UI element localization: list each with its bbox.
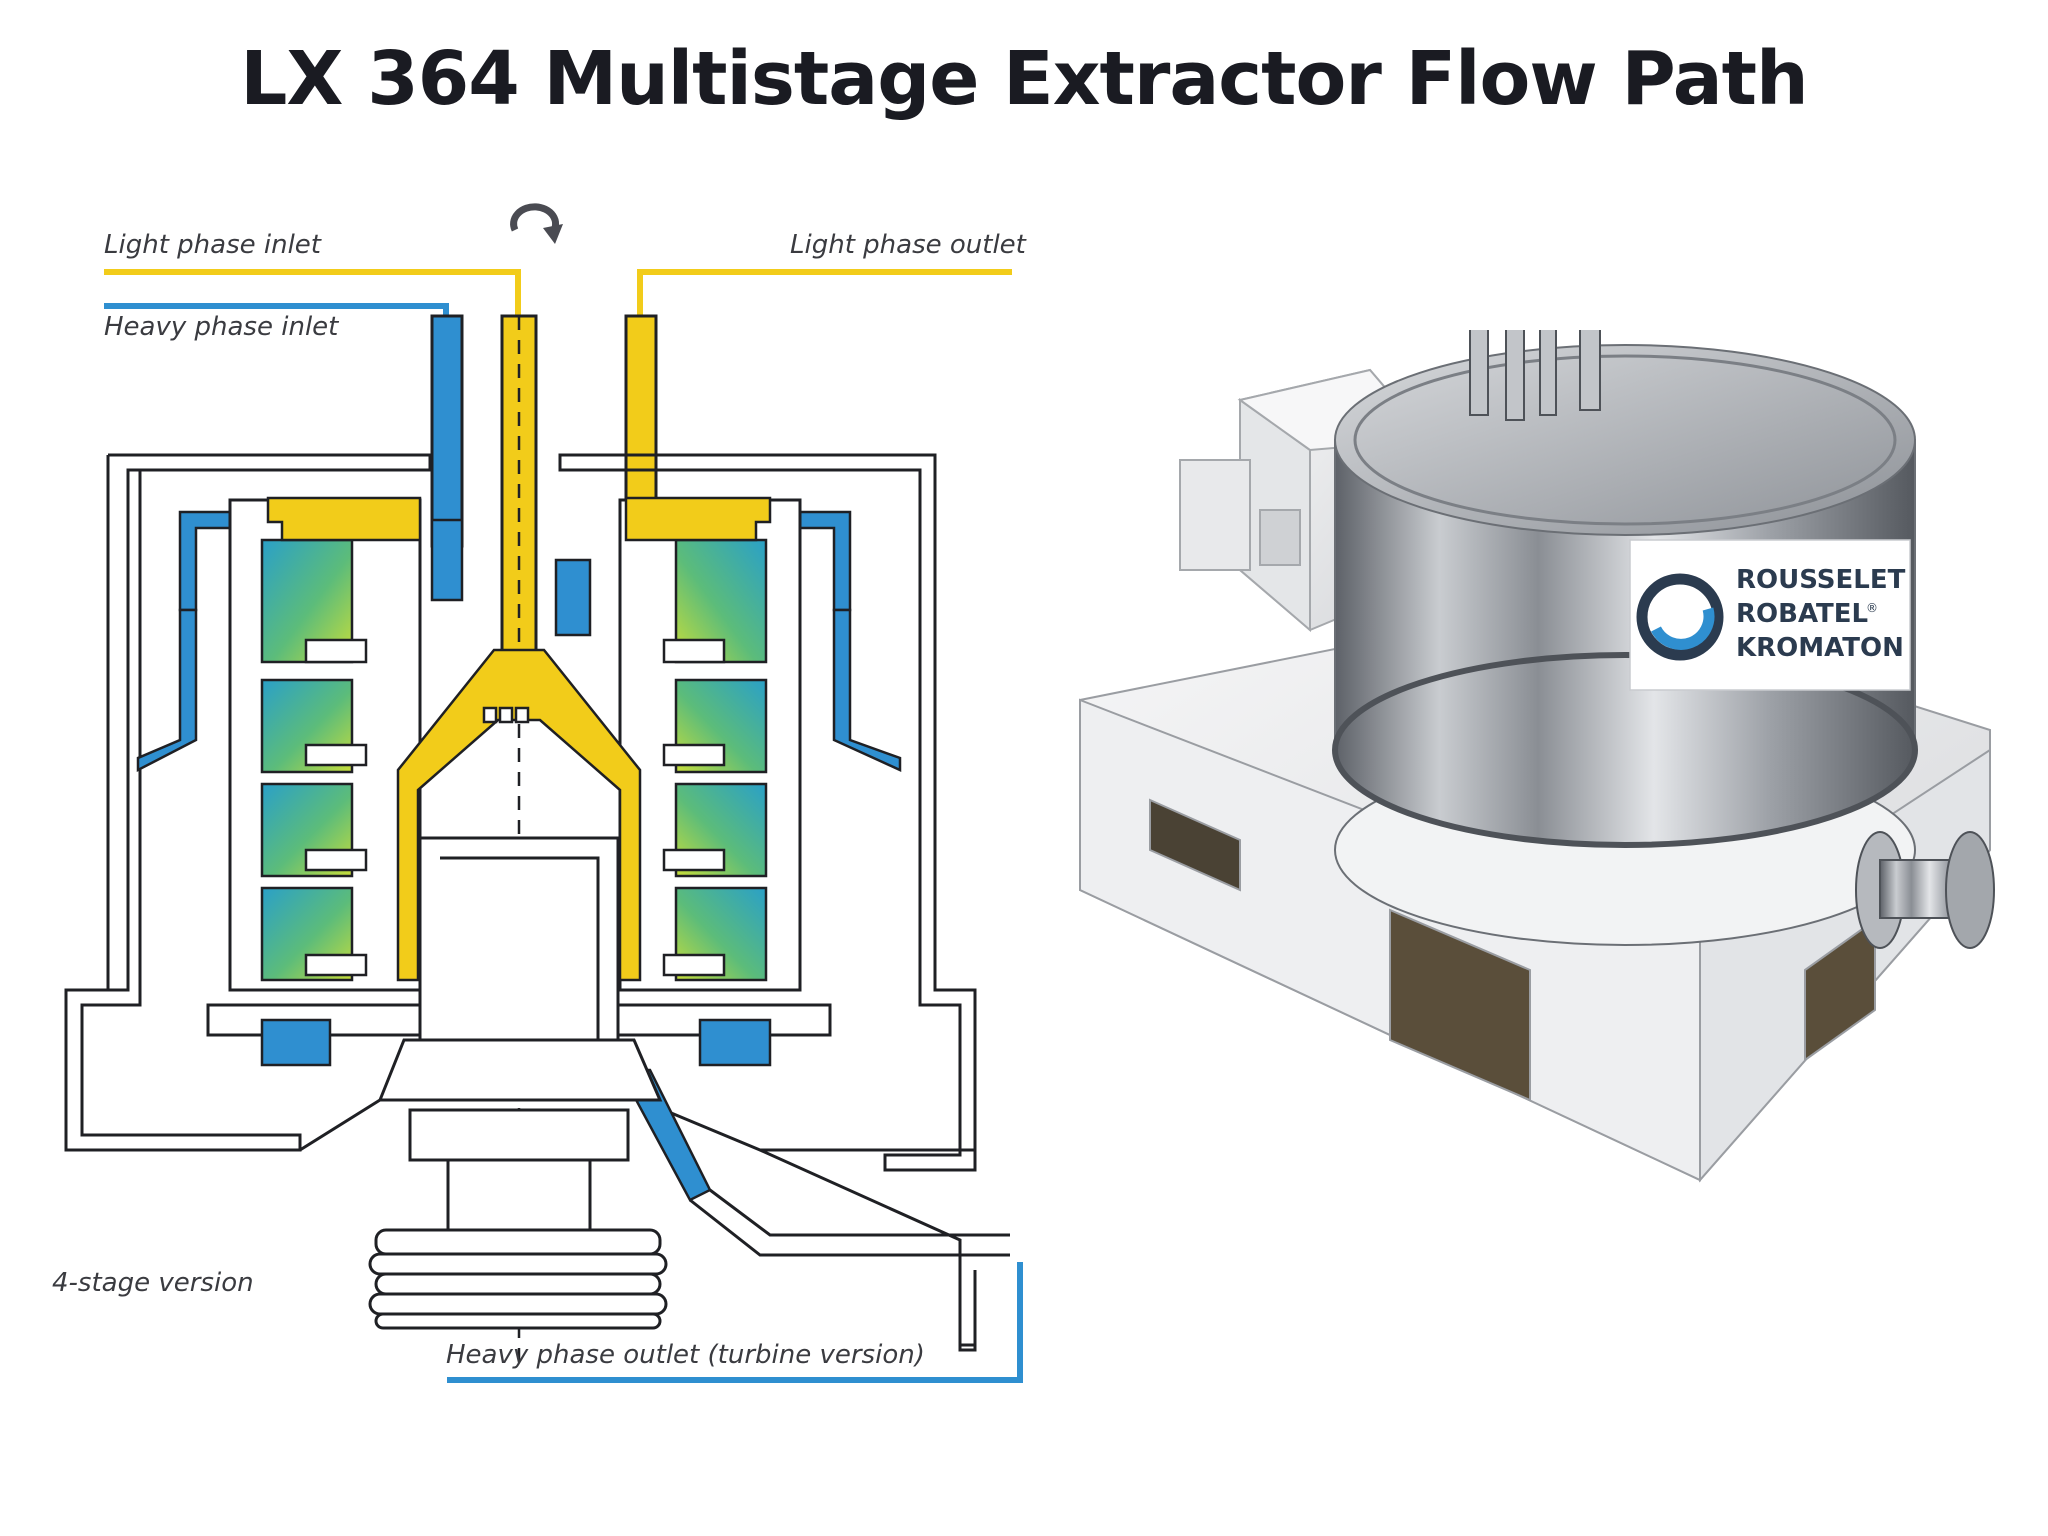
- stage-version-label: 4-stage version: [52, 1268, 254, 1298]
- drive-pulley: [368, 1228, 668, 1330]
- brand-logo-icon: [1636, 573, 1724, 661]
- side-flange-outlet: [1855, 831, 1995, 949]
- brand-line2: ROBATEL: [1736, 599, 1868, 629]
- brand-line3: KROMATON: [1736, 633, 1904, 663]
- heavy-phase-channels: [136, 510, 902, 1202]
- page-title: LX 364 Multistage Extractor Flow Path: [240, 36, 1808, 122]
- outer-housing: [64, 453, 977, 1347]
- light-phase-inlet-line: [104, 269, 521, 318]
- heavy-phase-inlet-label: Heavy phase inlet: [104, 312, 339, 342]
- light-phase-outlet-label: Light phase outlet: [790, 230, 1026, 260]
- brand-label: ROUSSELET ROBATEL ® KROMATON: [1629, 539, 1911, 691]
- light-phase-collectors: [266, 496, 772, 542]
- central-shaft-housing: [377, 836, 663, 1232]
- stages-left: [260, 538, 368, 982]
- heavy-phase-inlet-line: [104, 303, 449, 318]
- extractor-product-illustration: ROUSSELET ROBATEL ® KROMATON: [1079, 330, 1995, 1183]
- stages-right: [662, 538, 768, 982]
- rotation-arrow-icon: [510, 203, 563, 244]
- brand-reg: ®: [1866, 601, 1878, 615]
- light-phase-inlet-label: Light phase inlet: [104, 230, 321, 260]
- light-phase-outlet-line: [637, 269, 1012, 318]
- top-nozzles: [1469, 330, 1601, 421]
- heavy-phase-outlet-line: [447, 1262, 1023, 1383]
- brand-line1: ROUSSELET: [1736, 565, 1906, 595]
- heavy-phase-outlet-label: Heavy phase outlet (turbine version): [446, 1340, 925, 1370]
- light-phase-distributor: [396, 648, 642, 982]
- extractor-cross-section: [64, 203, 1023, 1383]
- heavy-phase-outlet-pipe: [689, 1188, 1010, 1352]
